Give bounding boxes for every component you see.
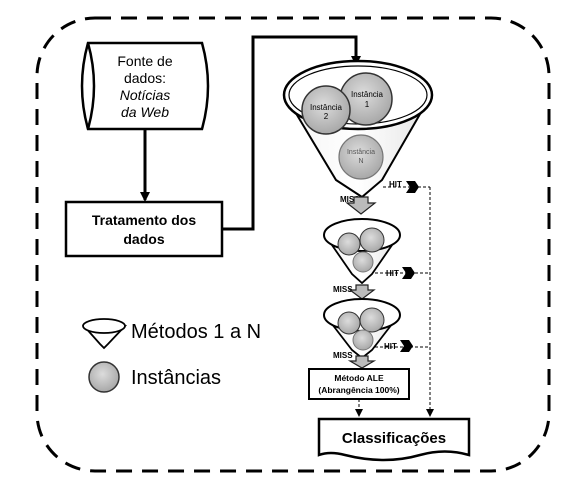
legend-instance-icon bbox=[88, 361, 120, 393]
miss-2-arrow bbox=[348, 284, 376, 300]
hit-1-label: HIT bbox=[389, 180, 402, 189]
arrow-treatment-to-funnel bbox=[222, 35, 361, 231]
miss-3-arrow bbox=[347, 355, 377, 369]
hit-1-chevron bbox=[406, 181, 419, 193]
legend-instances-label: Instâncias bbox=[131, 367, 221, 389]
hit-2-chevron bbox=[402, 267, 415, 279]
funnel-3-instance-b bbox=[337, 311, 361, 335]
ale-method-box: Método ALE (Abrangência 100%) bbox=[308, 368, 410, 400]
treatment-box: Tratamento dos dados bbox=[64, 200, 224, 258]
funnel-1: Instância 1 Instância 2 Instância N bbox=[282, 59, 434, 199]
hit-3-chevron bbox=[400, 340, 413, 352]
funnel-2-instance-a bbox=[359, 227, 385, 253]
funnel-3-instance-a bbox=[359, 307, 385, 333]
instance-n-circle bbox=[338, 134, 384, 180]
funnel-2-instance-b bbox=[337, 232, 361, 256]
ale-line-2: (Abrangência 100%) bbox=[318, 385, 399, 395]
miss-3-label: MISS bbox=[333, 351, 353, 360]
source-line-2: dados: bbox=[124, 70, 166, 86]
funnel-2 bbox=[323, 218, 401, 285]
miss-2-label: MISS bbox=[333, 285, 353, 294]
legend: Métodos 1 a N Instâncias bbox=[81, 318, 261, 393]
hit-3-label: HIT bbox=[384, 342, 397, 351]
instance-2-circle bbox=[301, 85, 351, 135]
legend-funnel-icon bbox=[81, 318, 128, 350]
instance-1-label-b: 1 bbox=[365, 100, 370, 109]
data-source-node: Fonte de dados: Notícias da Web bbox=[80, 41, 210, 131]
miss-1-arrow bbox=[345, 196, 377, 215]
instance-n-label-b: N bbox=[358, 158, 363, 165]
miss-1-label: MISS bbox=[340, 195, 360, 204]
instance-2-label-b: 2 bbox=[324, 112, 329, 121]
classifications-output: Classificações bbox=[317, 417, 471, 462]
hit-2-label: HIT bbox=[386, 269, 399, 278]
treatment-line-1: Tratamento dos bbox=[92, 212, 196, 228]
treatment-line-2: dados bbox=[123, 231, 164, 247]
funnel-3-instance-c bbox=[352, 329, 374, 351]
source-line-3: Notícias bbox=[120, 87, 171, 103]
classifications-label: Classificações bbox=[342, 430, 446, 447]
source-line-1: Fonte de bbox=[117, 53, 172, 69]
outer-dashed-border bbox=[35, 16, 551, 473]
legend-methods-label: Métodos 1 a N bbox=[131, 321, 261, 343]
ale-line-1: Método ALE bbox=[334, 373, 384, 383]
source-line-4: da Web bbox=[121, 104, 169, 120]
instance-2-label-a: Instância bbox=[310, 103, 343, 112]
funnel-3 bbox=[323, 298, 401, 360]
instance-n-label-a: Instância bbox=[347, 149, 375, 156]
funnel-2-instance-c bbox=[352, 251, 374, 273]
instance-1-label-a: Instância bbox=[351, 90, 384, 99]
